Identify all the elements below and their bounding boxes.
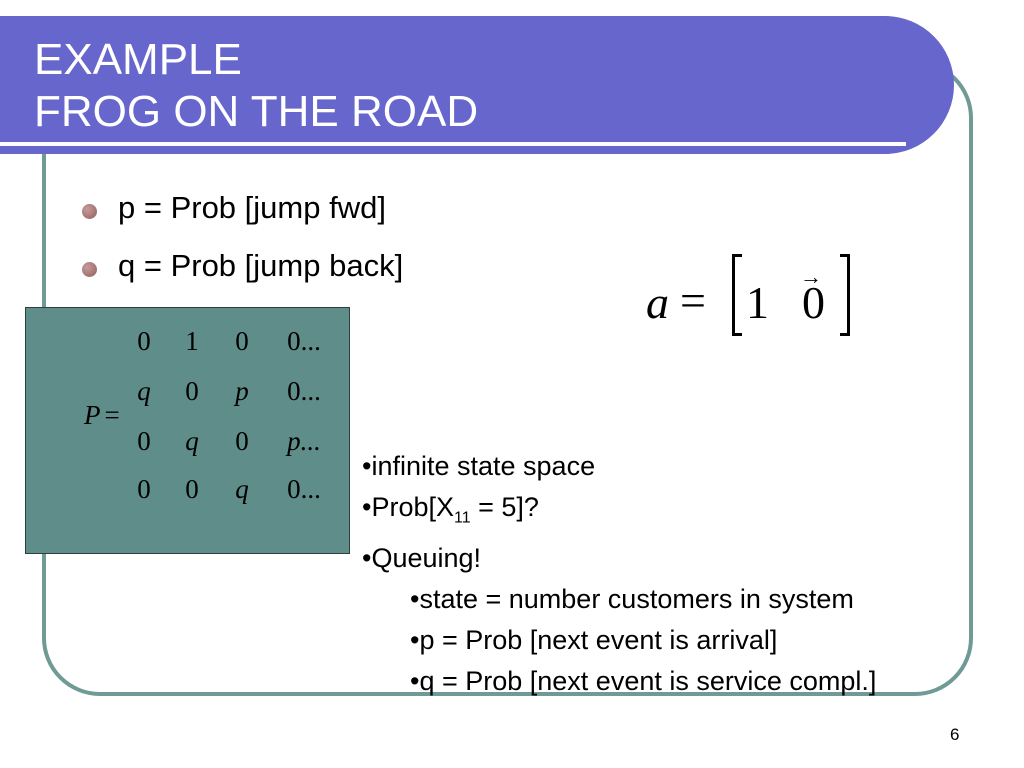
matrix-cell: q bbox=[235, 474, 249, 504]
matrix-cell: 0 bbox=[137, 326, 151, 356]
bullet-item: q = Prob [jump back] bbox=[82, 248, 403, 284]
vector-entry-1: 1 bbox=[746, 277, 769, 328]
note-sub-item: •state = number customers in system bbox=[410, 584, 854, 615]
right-bracket bbox=[840, 254, 850, 336]
vector-equals: = bbox=[680, 275, 706, 326]
matrix-cell: 0 bbox=[185, 376, 199, 406]
matrix-label: P= bbox=[84, 400, 120, 431]
matrix-symbol: P bbox=[84, 400, 101, 430]
vector-entry-2: 0 bbox=[802, 277, 825, 328]
title-line-2: FROG ON THE ROAD bbox=[34, 87, 479, 136]
note-prob-suffix: = 5]? bbox=[470, 492, 539, 522]
bullet-text: p = Prob [jump fwd] bbox=[118, 190, 386, 225]
matrix-cell: p... bbox=[287, 426, 321, 456]
vector-name: a bbox=[646, 277, 669, 328]
note-sub-item: •q = Prob [next event is service compl.] bbox=[410, 666, 877, 697]
slide-title: EXAMPLE FROG ON THE ROAD bbox=[34, 34, 478, 138]
matrix-cell: 0... bbox=[287, 326, 321, 356]
left-bracket bbox=[732, 254, 742, 336]
slide-number: 6 bbox=[950, 725, 960, 744]
title-line-1: EXAMPLE bbox=[34, 35, 242, 84]
matrix-cell: 0... bbox=[287, 474, 321, 504]
note-queuing: •Queuing! bbox=[362, 543, 482, 574]
notes-list: •infinite state space •Prob[X11 = 5]? •Q… bbox=[362, 446, 876, 702]
title-banner: EXAMPLE FROG ON THE ROAD bbox=[0, 16, 954, 154]
title-underline bbox=[0, 142, 906, 146]
matrix-cell: 0 bbox=[137, 474, 151, 504]
note-prob-question: •Prob[X11 = 5]? bbox=[362, 487, 876, 538]
matrix-cell: 0 bbox=[235, 326, 249, 356]
bullet-icon bbox=[82, 204, 97, 219]
bullet-list: p = Prob [jump fwd] q = Prob [jump back] bbox=[82, 190, 403, 306]
matrix-equals: = bbox=[104, 400, 120, 430]
matrix-cell: 0 bbox=[137, 426, 151, 456]
bullet-icon bbox=[82, 262, 97, 277]
transition-matrix-box: P= 0 1 0 0... q 0 p 0... 0 q 0 p... 0 0 … bbox=[25, 307, 350, 554]
matrix-cell: 0... bbox=[287, 376, 321, 406]
note-infinite-state: •infinite state space bbox=[362, 451, 596, 481]
matrix-cell: q bbox=[185, 426, 199, 456]
note-prob-subscript: 11 bbox=[454, 509, 471, 527]
matrix-cell: 1 bbox=[185, 326, 199, 356]
matrix-cell: q bbox=[137, 376, 151, 406]
matrix-cell: p bbox=[235, 376, 249, 406]
vector-arrow-icon: → bbox=[800, 264, 822, 289]
initial-vector: a = 1 → 0 bbox=[640, 252, 870, 344]
bullet-text: q = Prob [jump back] bbox=[118, 248, 404, 283]
note-sub-item: •p = Prob [next event is arrival] bbox=[410, 625, 778, 656]
bullet-item: p = Prob [jump fwd] bbox=[82, 190, 403, 226]
note-prob-prefix: •Prob[X bbox=[362, 492, 454, 522]
matrix-cell: 0 bbox=[235, 426, 249, 456]
matrix-cell: 0 bbox=[185, 474, 199, 504]
